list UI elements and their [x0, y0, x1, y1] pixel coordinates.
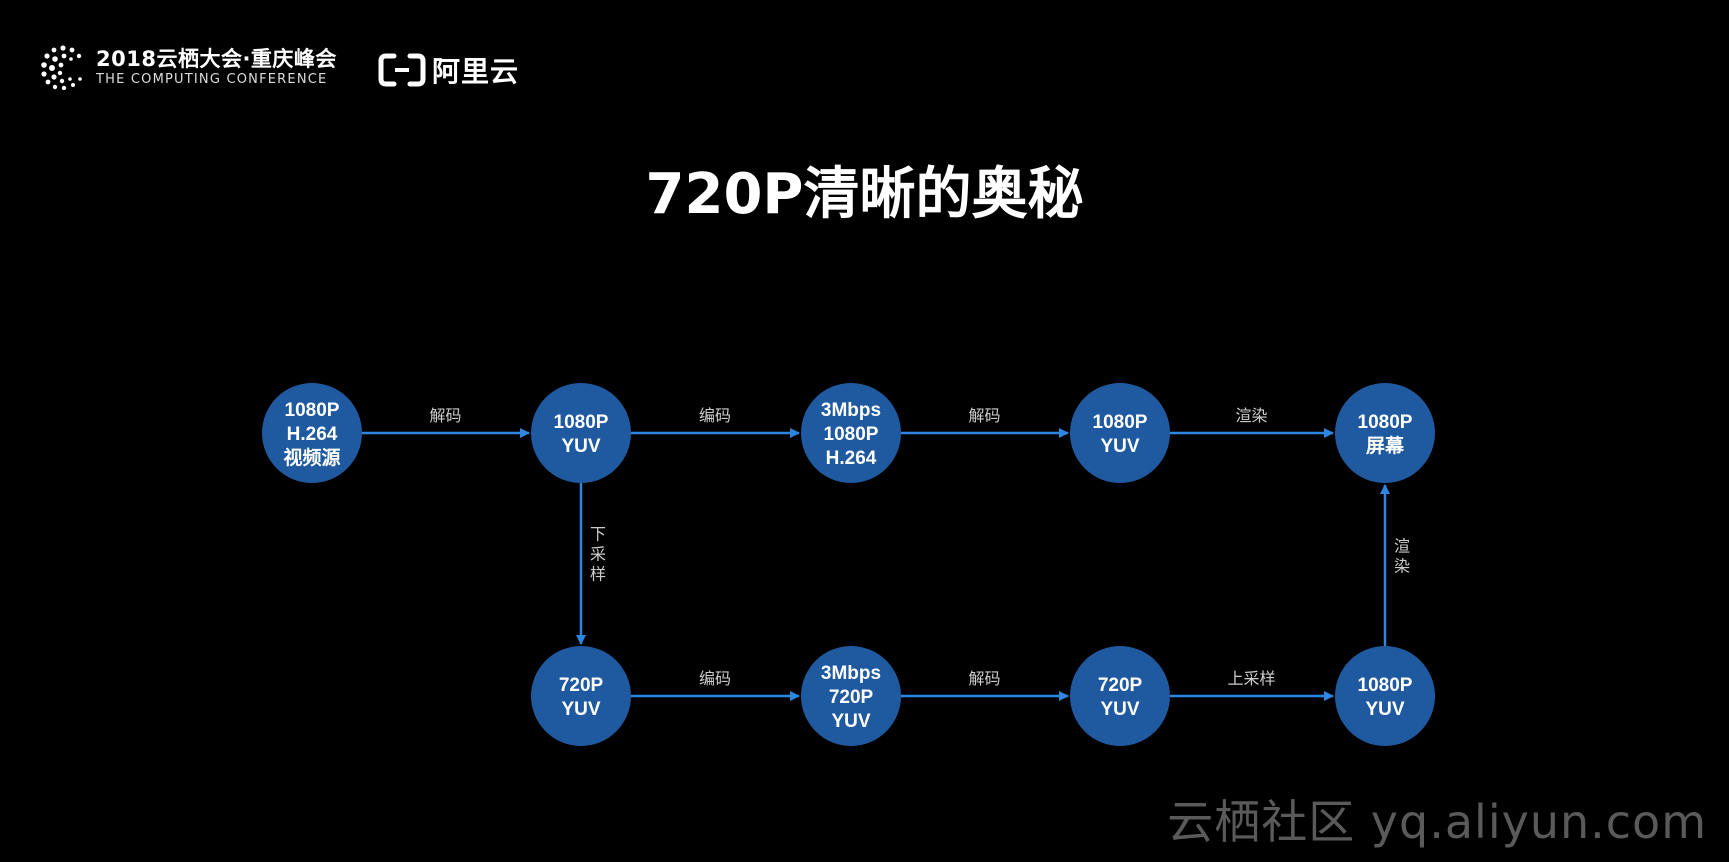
- node-label: 3Mbps: [821, 400, 881, 421]
- node-label: YUV: [561, 436, 600, 457]
- node-yuv1080b: 1080P YUV: [1070, 383, 1170, 483]
- node-circle: [262, 383, 362, 483]
- node-label: YUV: [1100, 436, 1139, 457]
- edge-label: 渲染: [1235, 406, 1267, 425]
- node-yuv1080a: 1080P YUV: [531, 383, 631, 483]
- node-label: 1080P: [824, 424, 879, 445]
- node-label: 1080P: [1358, 675, 1413, 696]
- conference-subtitle: THE COMPUTING CONFERENCE: [96, 72, 328, 87]
- edge-label: 上采样: [1227, 669, 1275, 688]
- node-circle: [1070, 383, 1170, 483]
- aliyun-bracket-icon: [378, 53, 426, 87]
- edge-label: 解码: [968, 669, 1000, 688]
- node-label: 720P: [1098, 675, 1143, 696]
- node-label: H.264: [826, 448, 877, 469]
- node-enc1080: 3Mbps 1080P H.264: [801, 383, 901, 483]
- node-label: 1080P: [554, 412, 609, 433]
- aliyun-logo: 阿里云: [378, 50, 519, 90]
- node-label: YUV: [561, 699, 600, 720]
- edge-label: 解码: [429, 406, 461, 425]
- conference-dots-icon: [41, 45, 82, 90]
- edge-label: 下采样: [590, 525, 606, 584]
- aliyun-brand-text: 阿里云: [432, 55, 520, 88]
- node-circle: [531, 646, 631, 746]
- edge-label: 解码: [968, 406, 1000, 425]
- node-label: H.264: [287, 424, 338, 445]
- edge-label: 编码: [699, 406, 731, 425]
- node-label: 1080P: [1358, 412, 1413, 433]
- node-yuv1080c: 1080P YUV: [1335, 646, 1435, 746]
- conference-logo: 2018云栖大会·重庆峰会 THE COMPUTING CONFERENCE: [40, 44, 337, 90]
- node-yuv720a: 720P YUV: [531, 646, 631, 746]
- node-label: 720P: [829, 687, 874, 708]
- node-label: 720P: [559, 675, 604, 696]
- edge-label: 渲染: [1394, 537, 1410, 576]
- node-label: YUV: [1365, 699, 1404, 720]
- node-circle: [1335, 383, 1435, 483]
- node-label: 1080P: [285, 400, 340, 421]
- node-label: YUV: [831, 711, 870, 732]
- node-label: 1080P: [1093, 412, 1148, 433]
- node-yuv720b: 720P YUV: [1070, 646, 1170, 746]
- node-circle: [801, 646, 901, 746]
- node-label: 视频源: [283, 446, 340, 469]
- watermark: 云栖社区 yq.aliyun.com: [1167, 795, 1707, 849]
- edge-label: 编码: [699, 669, 731, 688]
- node-circle: [1335, 646, 1435, 746]
- node-label: YUV: [1100, 699, 1139, 720]
- node-label: 3Mbps: [821, 663, 881, 684]
- node-enc720: 3Mbps 720P YUV: [801, 646, 901, 746]
- node-circle: [531, 383, 631, 483]
- node-circle: [1070, 646, 1170, 746]
- conference-title: 2018云栖大会·重庆峰会: [96, 47, 337, 71]
- node-circle: [801, 383, 901, 483]
- node-label: 屏幕: [1366, 435, 1405, 457]
- page-title: 720P清晰的奥秘: [645, 162, 1084, 227]
